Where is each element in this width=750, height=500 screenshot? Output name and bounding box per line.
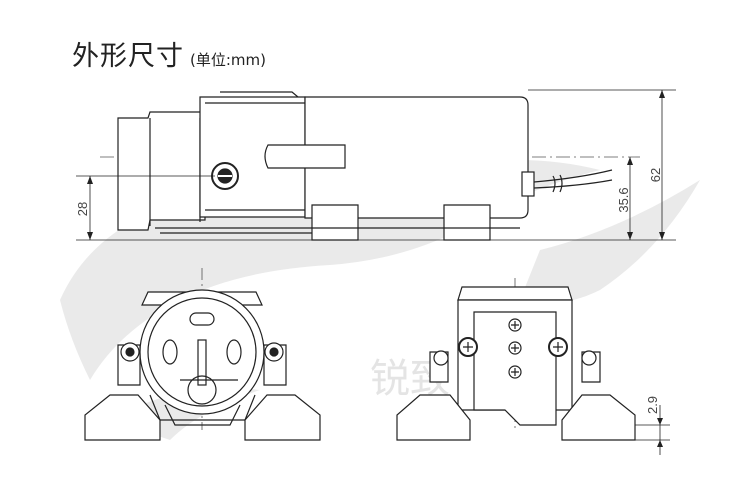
port (264, 144, 346, 169)
rear-foot-left (396, 394, 471, 441)
side-view (76, 89, 676, 241)
rear-foot-right (561, 394, 636, 441)
mount-foot-right (443, 204, 491, 241)
rear-view (396, 278, 670, 455)
front-disk (139, 289, 265, 415)
front-view (84, 268, 321, 441)
dim-overall-height: 62 (648, 168, 663, 182)
wires (533, 169, 613, 189)
wire-boot (521, 171, 535, 197)
front-foot-left (84, 394, 161, 441)
title-unit: (单位:mm) (190, 51, 266, 69)
dim-base-height: 28 (75, 202, 90, 216)
dim-center-height: 35.6 (616, 187, 631, 212)
dim-foot-thickness: 2.9 (645, 396, 660, 414)
title-main: 外形尺寸 (72, 41, 184, 72)
mount-foot-left (311, 204, 359, 241)
end-cap (117, 111, 206, 231)
motor-body (304, 96, 529, 219)
drawing-title: 外形尺寸 (单位:mm) (72, 34, 266, 73)
front-foot-right (244, 394, 321, 441)
